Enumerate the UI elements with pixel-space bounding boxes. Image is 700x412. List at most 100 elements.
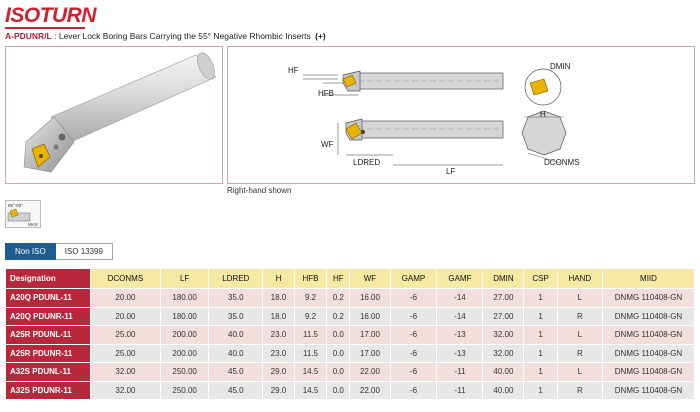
cell-hand: L	[556, 325, 604, 345]
cell-dconms: 32.00	[90, 362, 161, 382]
col-csp[interactable]: CSP	[523, 268, 558, 289]
cell-hfb: 11.5	[293, 325, 328, 345]
tab-iso-13399[interactable]: ISO 13399	[55, 243, 113, 260]
expand-toggle[interactable]: (+)	[315, 31, 326, 41]
cell-lf: 180.00	[159, 288, 210, 308]
cell-h: 18.0	[262, 288, 295, 308]
cell-hf: 0.0	[326, 325, 351, 345]
cell-dconms: 25.00	[90, 343, 161, 363]
cell-dconms: 20.00	[90, 306, 161, 326]
cell-ldred: 35.0	[208, 306, 264, 326]
cell-designation[interactable]: A32S PDUNL-11	[5, 362, 91, 382]
cell-miid[interactable]: DNMG 110408-GN	[602, 306, 695, 326]
cell-hf: 0.0	[326, 380, 351, 400]
cell-wf: 16.00	[349, 306, 391, 326]
brand-underline	[5, 27, 85, 29]
label-lf: LF	[446, 167, 455, 176]
cell-designation[interactable]: A25R PDUNR-11	[5, 343, 91, 363]
table-row[interactable]: A25R PDUNL-11 25.00 200.00 40.0 23.0 11.…	[5, 325, 695, 345]
cell-miid[interactable]: DNMG 110408-GN	[602, 288, 695, 308]
cell-hf: 0.0	[326, 362, 351, 382]
cell-designation[interactable]: A32S PDUNR-11	[5, 380, 91, 400]
label-h: H	[540, 110, 546, 119]
label-wf: WF	[321, 140, 334, 149]
title-separator: :	[51, 31, 59, 41]
col-hand[interactable]: HAND	[556, 268, 604, 289]
cell-wf: 22.00	[349, 380, 391, 400]
angle-text: 95°-93°	[8, 203, 23, 208]
iscar-isoturn-logo: ISOTURN	[5, 4, 97, 28]
col-dconms[interactable]: DCONMS	[90, 268, 161, 289]
table-row[interactable]: A32S PDUNR-11 32.00 250.00 45.0 29.0 14.…	[5, 380, 695, 400]
col-hfb[interactable]: HFB	[293, 268, 328, 289]
cell-wf: 17.00	[349, 343, 391, 363]
approach-angle-icon: 95°-93° MAX	[5, 200, 41, 228]
cell-miid[interactable]: DNMG 110408-GN	[602, 380, 695, 400]
cell-designation[interactable]: A20Q PDUNR-11	[5, 306, 91, 326]
cell-hand: L	[556, 288, 604, 308]
cell-gamf: -11	[436, 362, 484, 382]
technical-drawing-panel: HF HFB WF LDRED LF DMIN H DCONMS	[227, 46, 695, 184]
cell-csp: 1	[523, 325, 558, 345]
dimension-drawing: HF HFB WF LDRED LF DMIN H DCONMS	[288, 62, 580, 176]
cell-miid[interactable]: DNMG 110408-GN	[602, 343, 695, 363]
cell-ldred: 40.0	[208, 325, 264, 345]
cell-h: 29.0	[262, 380, 295, 400]
cell-gamf: -13	[436, 343, 484, 363]
cell-dmin: 40.00	[482, 380, 525, 400]
tab-non-iso[interactable]: Non ISO	[5, 243, 56, 260]
cell-csp: 1	[523, 380, 558, 400]
standard-tabs: Non ISO ISO 13399	[5, 243, 113, 260]
cell-dconms: 20.00	[90, 288, 161, 308]
cell-dmin: 32.00	[482, 343, 525, 363]
cell-hf: 0.2	[326, 306, 351, 326]
cell-hand: R	[556, 343, 604, 363]
col-dmin[interactable]: DMIN	[482, 268, 525, 289]
cell-hand: R	[556, 380, 604, 400]
cell-designation[interactable]: A20Q PDUNL-11	[5, 288, 91, 308]
cell-ldred: 35.0	[208, 288, 264, 308]
cell-h: 23.0	[262, 343, 295, 363]
cell-miid[interactable]: DNMG 110408-GN	[602, 362, 695, 382]
cell-lf: 180.00	[159, 306, 210, 326]
angle-max-text: MAX	[28, 222, 38, 227]
cell-lf: 250.00	[159, 362, 210, 382]
cell-hfb: 14.5	[293, 362, 328, 382]
cell-lf: 200.00	[159, 325, 210, 345]
col-gamf[interactable]: GAMF	[436, 268, 484, 289]
table-row[interactable]: A20Q PDUNL-11 20.00 180.00 35.0 18.0 9.2…	[5, 288, 695, 308]
cell-h: 29.0	[262, 362, 295, 382]
col-lf[interactable]: LF	[159, 268, 210, 289]
cell-dmin: 27.00	[482, 288, 525, 308]
col-hf[interactable]: HF	[326, 268, 351, 289]
cell-h: 18.0	[262, 306, 295, 326]
cell-gamf: -14	[436, 288, 484, 308]
brand-part-iso: ISO	[5, 4, 40, 27]
cell-hfb: 14.5	[293, 380, 328, 400]
cell-miid[interactable]: DNMG 110408-GN	[602, 325, 695, 345]
cell-dconms: 25.00	[90, 325, 161, 345]
col-ldred[interactable]: LDRED	[208, 268, 264, 289]
cell-csp: 1	[523, 343, 558, 363]
col-wf[interactable]: WF	[349, 268, 391, 289]
cell-dconms: 32.00	[90, 380, 161, 400]
cell-hf: 0.2	[326, 288, 351, 308]
table-row[interactable]: A32S PDUNL-11 32.00 250.00 45.0 29.0 14.…	[5, 362, 695, 382]
table-row[interactable]: A20Q PDUNR-11 20.00 180.00 35.0 18.0 9.2…	[5, 306, 695, 326]
col-miid[interactable]: MIID	[602, 268, 695, 289]
table-row[interactable]: A25R PDUNR-11 25.00 200.00 40.0 23.0 11.…	[5, 343, 695, 363]
drawing-caption: Right-hand shown	[227, 186, 292, 195]
col-h[interactable]: H	[262, 268, 295, 289]
cell-gamf: -14	[436, 306, 484, 326]
cell-csp: 1	[523, 288, 558, 308]
cell-wf: 16.00	[349, 288, 391, 308]
label-dconms: DCONMS	[544, 158, 580, 167]
cell-dmin: 40.00	[482, 362, 525, 382]
cell-csp: 1	[523, 362, 558, 382]
cell-dmin: 32.00	[482, 325, 525, 345]
col-designation[interactable]: Designation	[5, 268, 91, 289]
cell-designation[interactable]: A25R PDUNL-11	[5, 325, 91, 345]
col-gamp[interactable]: GAMP	[389, 268, 438, 289]
product-photo-panel	[5, 46, 223, 184]
cell-wf: 22.00	[349, 362, 391, 382]
